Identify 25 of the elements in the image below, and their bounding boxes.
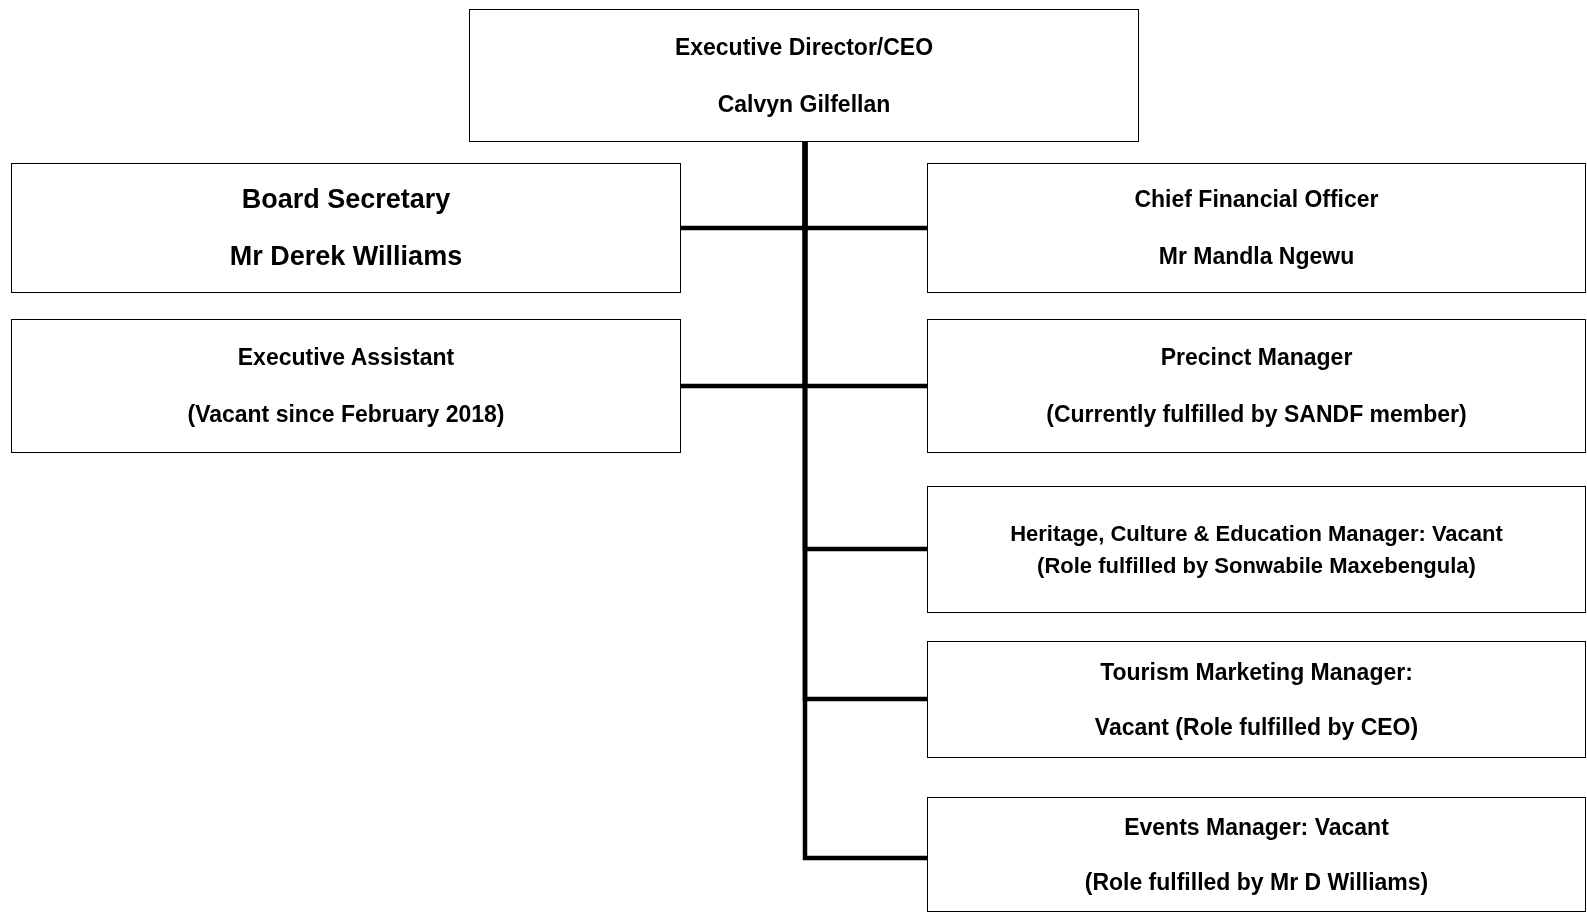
connector-line	[802, 142, 927, 861]
holder-text: (Role fulfilled by Sonwabile Maxebengula)	[1037, 552, 1476, 579]
holder-text: Calvyn Gilfellan	[717, 90, 891, 118]
holder-text: (Role fulfilled by Mr D Williams)	[1084, 868, 1429, 896]
org-box	[927, 486, 1586, 613]
holder-text: (Currently fulfilled by SANDF member)	[1046, 401, 1467, 428]
org-box	[927, 163, 1586, 293]
holder-text: Mr Derek Williams	[229, 241, 463, 272]
role-title: Tourism Marketing Manager:	[1100, 658, 1413, 686]
role-title: Precinct Manager	[1160, 344, 1353, 371]
org-box	[11, 319, 681, 453]
role-title: Executive Director/CEO	[674, 33, 934, 61]
org-box	[927, 319, 1586, 453]
role-title: Board Secretary	[241, 184, 451, 215]
role-title: Executive Assistant	[237, 344, 455, 371]
org-box	[927, 641, 1586, 758]
holder-text: (Vacant since February 2018)	[187, 401, 505, 428]
org-box	[469, 9, 1139, 142]
holder-text: Mr Mandla Ngewu	[1158, 243, 1355, 270]
holder-text: Vacant (Role fulfilled by CEO)	[1094, 713, 1419, 741]
org-box	[927, 797, 1586, 912]
role-title: Chief Financial Officer	[1134, 186, 1379, 213]
role-title: Events Manager: Vacant	[1124, 813, 1389, 841]
org-box	[11, 163, 681, 293]
role-title: Heritage, Culture & Education Manager: Vacant	[1010, 520, 1503, 547]
